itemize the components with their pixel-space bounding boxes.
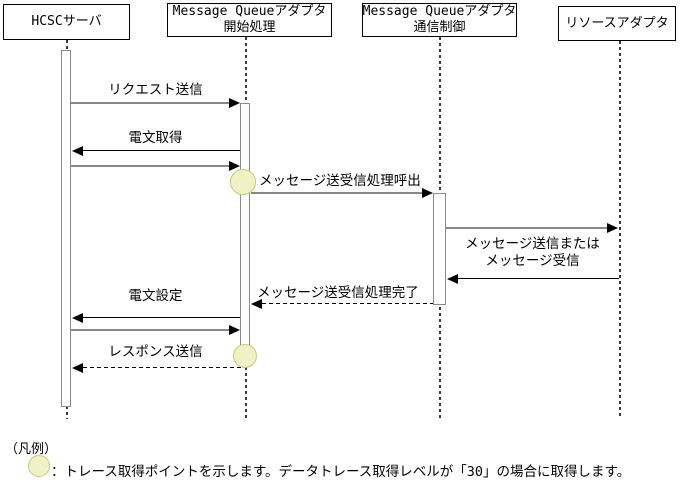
- legend-trace-point-icon: [28, 455, 50, 477]
- lifeline-label: Message Queueアダプタ: [172, 4, 327, 19]
- arrow-line: [83, 150, 240, 151]
- activation-bar-mq-adapter-start: [240, 103, 250, 356]
- message-label-msg-proc-call: メッセージ送受信処理呼出: [259, 173, 421, 189]
- arrowhead-right-icon: [607, 223, 618, 233]
- arrow-line: [71, 102, 229, 104]
- lifeline-sublabel: 通信制御: [413, 20, 466, 35]
- lifeline-box-mq-adapter-comm: Message Queueアダプタ 通信制御: [362, 3, 517, 37]
- legend-description: ：トレース取得ポイントを示します。データトレース取得レベルが「30」の場合に取得…: [51, 464, 631, 480]
- arrow-line: [71, 329, 229, 331]
- arrowhead-left-icon: [72, 146, 83, 156]
- arrow-line: [71, 165, 229, 167]
- lifeline-label: HCSCサーバ: [31, 14, 102, 29]
- arrowhead-right-icon: [229, 325, 240, 335]
- message-label-msg-send-or: メッセージ送信または: [465, 236, 600, 252]
- arrowhead-left-icon: [72, 363, 83, 373]
- message-label-msg-recv: メッセージ受信: [485, 253, 580, 269]
- activation-bar-hcsc-server: [61, 50, 71, 407]
- lifeline-label: Message Queueアダプタ: [362, 4, 517, 19]
- arrow-line: [251, 192, 422, 194]
- arrowhead-left-icon: [447, 274, 458, 284]
- arrow-line: [83, 317, 240, 318]
- lifeline-sublabel: 開始処理: [223, 20, 276, 35]
- lifeline-box-hcsc-server: HCSCサーバ: [3, 4, 130, 40]
- arrowhead-left-icon: [251, 299, 262, 309]
- arrow-line-dashed: [83, 367, 245, 368]
- lifeline-box-resource-adapter: リソースアダプタ: [558, 6, 676, 41]
- trace-point-icon: [233, 344, 257, 368]
- trace-point-icon: [230, 169, 256, 195]
- message-label-request-send: リクエスト送信: [108, 82, 203, 98]
- message-label-msg-proc-done: メッセージ送受信処理完了: [257, 285, 419, 301]
- lifeline-label: リソースアダプタ: [565, 15, 669, 31]
- arrow-line: [446, 227, 607, 229]
- arrow-line-dashed: [262, 303, 433, 304]
- message-label-response-send: レスポンス送信: [108, 344, 203, 360]
- lifeline-box-mq-adapter-start: Message Queueアダプタ 開始処理: [167, 3, 332, 37]
- message-label-telegram-set: 電文設定: [128, 288, 183, 304]
- message-label-telegram-get: 電文取得: [128, 130, 183, 146]
- arrowhead-right-icon: [422, 188, 433, 198]
- arrowhead-left-icon: [72, 313, 83, 323]
- arrowhead-right-icon: [229, 98, 240, 108]
- arrowhead-right-icon: [229, 161, 240, 171]
- lifeline-resource-adapter: [619, 41, 621, 419]
- arrow-line: [458, 278, 619, 279]
- activation-bar-mq-adapter-comm: [433, 193, 446, 305]
- legend-title: （凡例）: [5, 442, 58, 457]
